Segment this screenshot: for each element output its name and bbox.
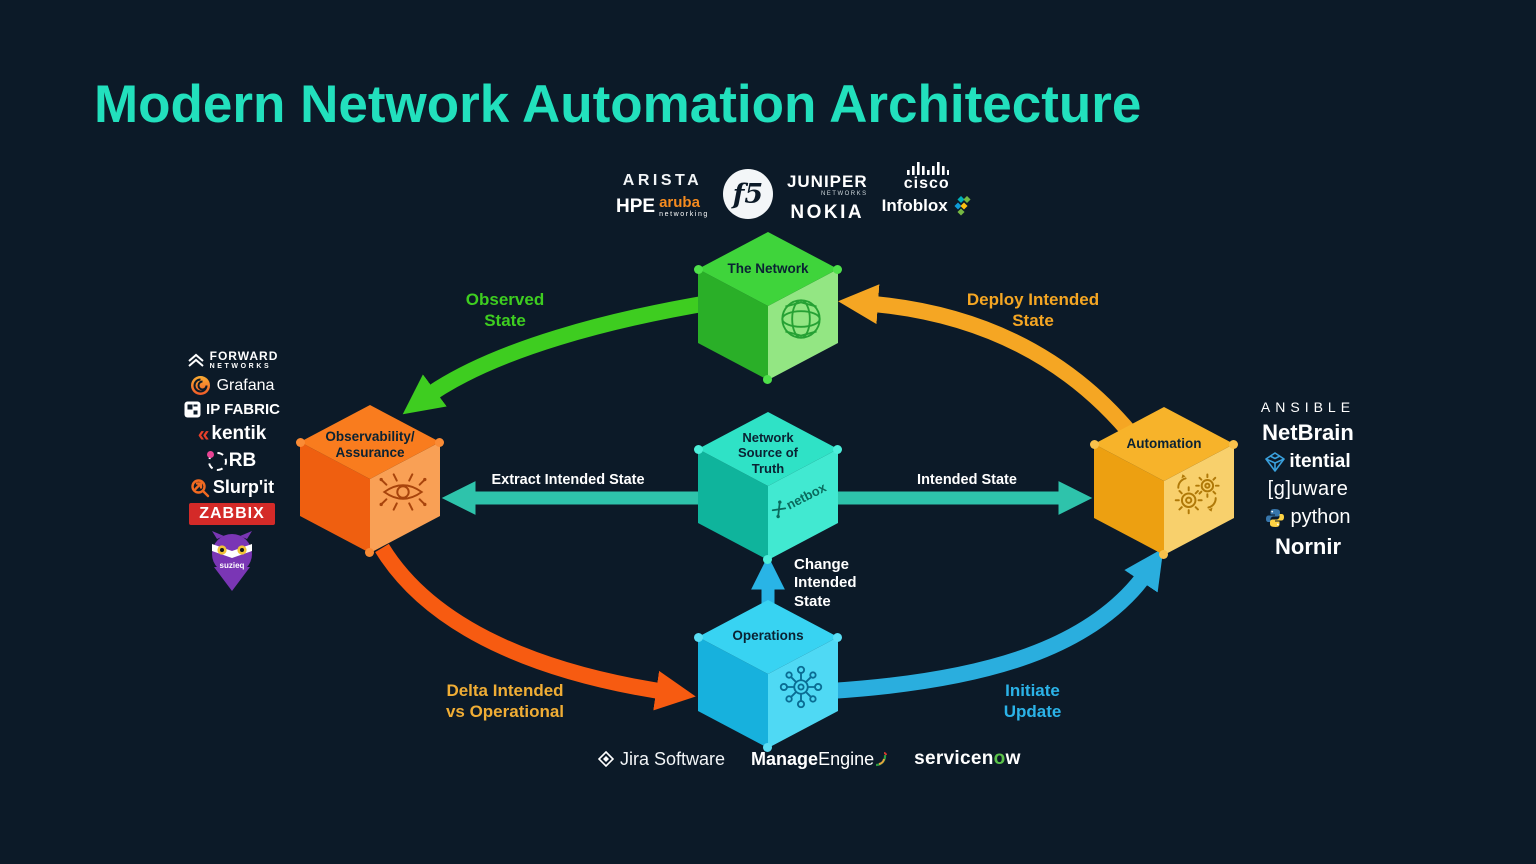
hub-network-icon [779,665,823,709]
initiate-update-arrow [829,548,1164,699]
netbox-wordmark: netbox [784,479,829,512]
observability-tool-logos: FORWARD NETWORKS Grafana IP FABRIC « ken… [176,350,288,592]
page-title: Modern Network Automation Architecture [94,75,1142,134]
forward-networks-logo: FORWARD NETWORKS [186,350,279,370]
ip-fabric-logo: IP FABRIC [184,401,280,418]
deploy-intended-state-arrow [838,284,1143,446]
globe-icon [781,299,821,339]
itential-gem-icon [1265,452,1286,472]
slurpit-logo: Slurp'it [190,477,274,498]
arista-logo: ARISTA [622,172,703,189]
gears-icon [1174,473,1220,515]
cisco-bars-icon [906,162,949,175]
grafana-spiral-icon [190,376,210,395]
observability-assurance-cube: Observability/ Assurance [296,405,444,557]
python-snakes-icon [1266,508,1285,527]
jira-software-logo: Jira Software [598,749,725,770]
servicenow-logo: servicenow [914,748,1021,769]
aruba-wordmark: aruba [659,194,700,211]
nokia-logo: NOKIA [790,202,865,223]
nornir-logo: Nornir [1275,534,1341,559]
juniper-logo: JUNIPER NETWORKS [786,172,868,197]
manageengine-swoosh-icon [876,752,888,767]
delta-intended-vs-operational-label: Delta Intended vs Operational [445,681,565,721]
orb-circle-icon [206,450,227,471]
observed-state-arrow [402,294,716,415]
netbrain-logo: NetBrain [1262,420,1354,445]
suzieq-owl-icon: suzieq [212,531,252,591]
hpe-aruba-logo: HPE aruba networking [616,195,709,218]
cube-label: Network Source of Truth [738,430,798,476]
suzieq-wordmark: suzieq [220,561,245,570]
ansible-logo: ANSIBLE [1260,399,1356,415]
hpe-wordmark: HPE [616,195,656,217]
network-source-of-truth-cube: Network Source of Truth netbox [694,412,842,564]
monitoring-eye-icon [379,473,427,511]
observed-state-label: Observed State [465,290,545,330]
python-logo: python [1265,506,1351,529]
zabbix-logo: ZABBIX [189,503,275,525]
itential-logo: itential [1265,451,1351,473]
kentik-logo: « kentik [197,422,267,446]
f5-ball-icon: f5 [722,169,773,219]
operations-cube: Operations [694,600,842,752]
deploy-intended-state-label: Deploy Intended State [966,290,1100,330]
orb-logo: RB [206,450,256,472]
cisco-logo: cisco [904,162,950,192]
grafana-logo: Grafana [190,375,274,396]
automation-cube: Automation [1090,407,1238,559]
extract-intended-state-label: Extract Intended State [491,472,645,488]
jira-diamond-icon [598,751,614,767]
cube-label: The Network [727,261,809,276]
cube-label: Operations [732,628,804,643]
the-network-cube: The Network [694,232,842,384]
intended-state-label: Intended State [917,472,1017,488]
kentik-chevrons-icon: « [197,422,210,446]
infoblox-logo: Infoblox [882,196,972,216]
change-intended-state-label: Change Intended State [794,556,857,610]
slurpit-magnifier-icon [191,478,210,497]
infoblox-diamonds-icon [954,196,971,216]
servicenow-green-o: o [993,748,1006,769]
netbox-logo: netbox [771,479,829,519]
network-vendor-logos: ARISTA HPE aruba networking f5 JUNIPER N… [616,160,972,224]
forward-networks-icon [187,353,204,367]
cube-label: Observability/ Assurance [325,429,415,460]
ip-fabric-icon [184,401,201,418]
initiate-update-label: Initiate Update [1003,681,1062,721]
automation-tool-logos: ANSIBLE NetBrain itential [g]uware pytho… [1256,399,1360,560]
cube-label: Automation [1126,436,1202,451]
gluware-logo: [g]uware [1267,478,1349,500]
delta-intended-vs-operational-arrow [375,543,696,711]
aruba-networking-label: networking [659,211,709,218]
